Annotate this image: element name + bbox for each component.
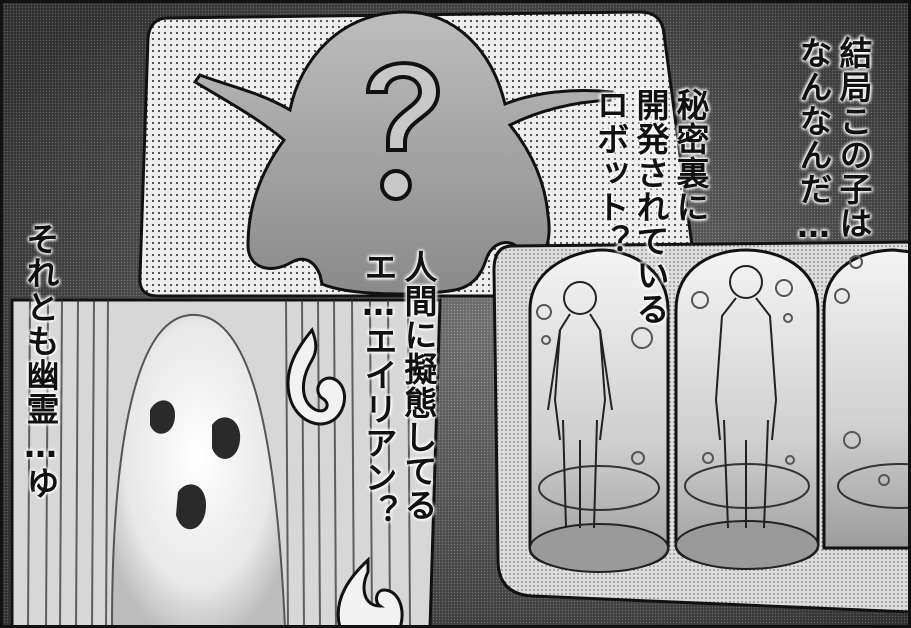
question-mark-icon [365, 61, 441, 201]
specimen-capsule-icon [822, 248, 911, 550]
caption-line: 結局この子は [834, 36, 873, 240]
will-o-wisp-flame-icon [286, 327, 404, 628]
caption-robot: 秘密裏に 開発されている ロボット？ [590, 88, 710, 326]
caption-line: 開発されている [631, 88, 670, 326]
specimen-capsule-icon [528, 248, 670, 573]
caption-line: ロボット？ [591, 88, 630, 258]
question-mark-inset [138, 10, 698, 298]
ghost-face [150, 400, 241, 530]
caption-line: なんなんだ… [794, 36, 833, 246]
caption-line: 秘密裏に [671, 88, 710, 224]
caption-alien: 人間に擬態してる エ…エイリアン？ [358, 250, 438, 528]
caption-what-is-this: 結局この子は なんなんだ… [793, 36, 873, 246]
caption-line: エ…エイリアン？ [359, 250, 398, 528]
ghost-inset [10, 298, 442, 628]
ghost-silhouette-icon [110, 313, 287, 628]
capsule-inset [492, 240, 911, 614]
caption-ghost: それとも幽霊…ゆ [20, 222, 60, 500]
mystery-silhouette [192, 10, 614, 296]
caption-line: それとも幽霊…ゆ [21, 222, 60, 500]
specimen-capsule-icon [674, 248, 820, 570]
caption-line: 人間に擬態してる [399, 250, 438, 522]
